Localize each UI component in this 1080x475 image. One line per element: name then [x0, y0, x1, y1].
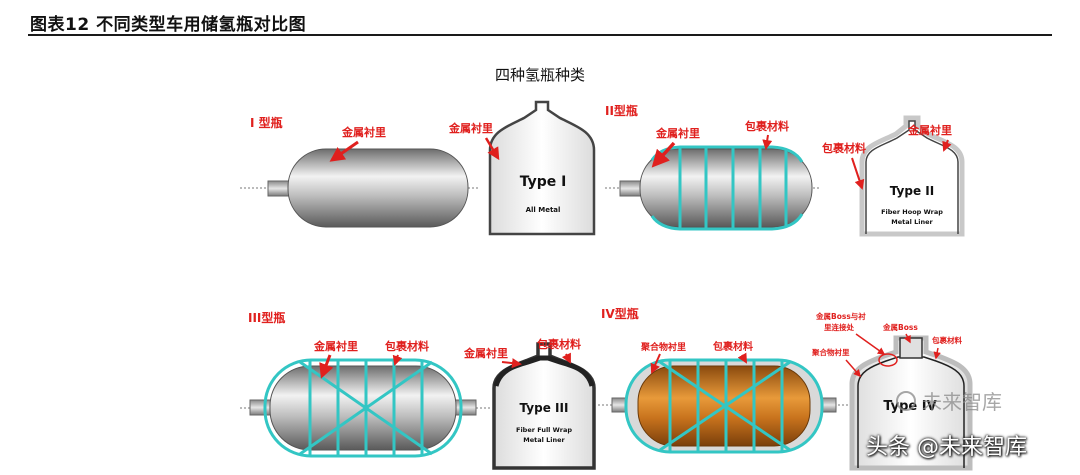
watermark-faint-text: 未来智库: [922, 390, 1002, 414]
type3-section-wrap-arrow: [561, 352, 571, 364]
type4-section-wrap-label: 包裹材料: [931, 335, 962, 345]
type3-wrap-arrow: [392, 354, 403, 366]
type4-liner-label: 聚合物衬里: [640, 341, 686, 353]
panel-type1: I 型瓶 金属衬里 金属衬里 Type I All Metal: [240, 100, 596, 236]
type3-section-title: Type III: [520, 401, 569, 415]
type2-section-sub1: Fiber Hoop Wrap: [881, 208, 943, 216]
type1-section-arrow: [484, 137, 500, 161]
figure-title: 图表12 不同类型车用储氢瓶对比图: [30, 15, 307, 35]
type4-boss-link-label2: 里连接处: [824, 322, 854, 332]
type1-liner-label: 金属衬里: [341, 125, 386, 139]
type4-boss-label: 金属Boss: [882, 322, 918, 332]
type1-section: [488, 100, 596, 236]
watermark-main: 头条 @未来智库: [866, 435, 1027, 460]
type4-boss-joint-marker: [878, 353, 898, 367]
type2-section-title: Type II: [890, 184, 934, 198]
type2-section-wrap-label: 包裹材料: [821, 141, 866, 155]
type4-section-liner-arrow: [845, 359, 861, 378]
type3-wrap-label: 包裹材料: [384, 339, 429, 353]
type1-section-liner-label: 金属衬里: [448, 121, 493, 135]
diagram-subtitle: 四种氢瓶种类: [494, 66, 585, 84]
type3-liner-label: 金属衬里: [313, 339, 358, 353]
type1-liner-arrow: [329, 140, 359, 162]
panel-type4: IV型瓶 聚合物衬里 包裹材料 金属Boss与衬 里连接处 金属Boss: [598, 306, 973, 471]
type3-section-liner-label: 金属衬里: [463, 346, 508, 360]
type2-section-liner-arrow: [942, 139, 952, 152]
type3-section-dome: [493, 355, 595, 387]
type4-full-wrap: [624, 358, 824, 454]
type2-section-liner: [865, 120, 959, 234]
type4-section-wrap-arrow: [933, 347, 941, 360]
type2-section-liner-label: 金属衬里: [907, 123, 952, 137]
type4-section-liner-label: 聚合物衬里: [811, 347, 850, 357]
type4-boss-link-label: 金属Boss与衬: [815, 311, 866, 321]
panel-type3: III型瓶 金属衬里 包裹材料 金属衬里 包裹材料 Type III Fiber…: [240, 310, 596, 470]
type2-tank-body: [639, 148, 813, 228]
type1-section-sub: All Metal: [526, 206, 561, 214]
type1-tank-body: [287, 148, 469, 228]
type4-wrap-label: 包裹材料: [713, 340, 753, 353]
type2-wrap-arrow: [762, 134, 773, 150]
type2-section-sub2: Metal Liner: [891, 218, 933, 226]
type3-section-wrap-label: 包裹材料: [536, 337, 581, 351]
type3-section-sub2: Metal Liner: [523, 436, 565, 444]
type4-heading: IV型瓶: [601, 306, 639, 321]
type2-liner-label: 金属衬里: [655, 126, 700, 140]
type2-section: [859, 115, 965, 237]
type1-heading: I 型瓶: [250, 115, 283, 130]
type1-section-title: Type I: [520, 174, 567, 190]
watermark-faint: 未来智库: [896, 386, 1002, 415]
type3-section-sub1: Fiber Full Wrap: [516, 426, 572, 434]
watermark-logo-icon: [896, 391, 916, 411]
type4-section-boss: [899, 337, 923, 359]
panel-type2: II型瓶 金属衬里 包裹材料 包裹材料 金属衬里 Type II Fiber H…: [605, 103, 965, 237]
type4-boss-arrow: [903, 333, 911, 344]
type2-section-wrap-arrow: [851, 157, 865, 190]
type3-tank-body: [269, 365, 457, 451]
type2-wrap-label: 包裹材料: [744, 119, 789, 133]
figure-header: 图表12 不同类型车用储氢瓶对比图: [28, 8, 1052, 36]
type3-heading: III型瓶: [248, 310, 285, 325]
type4-wrap-arrow: [737, 352, 747, 364]
type2-liner-arrow: [651, 141, 676, 168]
type3-section-liner-arrow: [501, 358, 522, 369]
type2-heading: II型瓶: [605, 103, 638, 118]
type4-liner-arrow: [650, 353, 661, 374]
type4-boss-link-arrow: [855, 333, 886, 355]
type3-liner-arrow: [319, 354, 334, 379]
